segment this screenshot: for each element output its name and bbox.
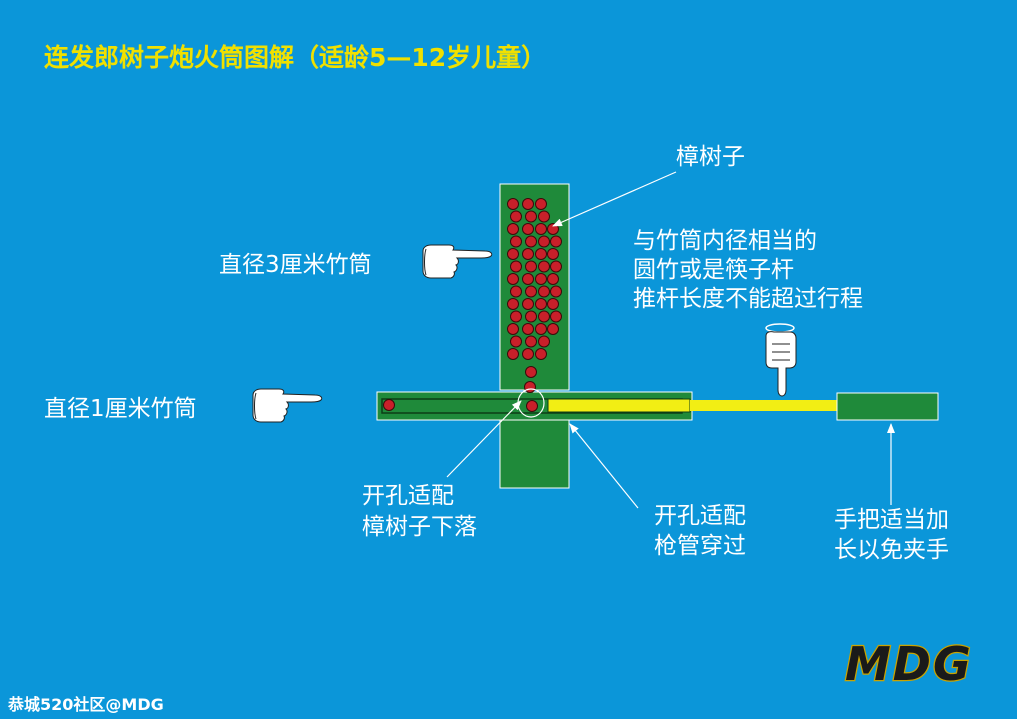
seed (535, 198, 547, 210)
mdg-logo: MDG (845, 637, 973, 691)
seed (525, 335, 537, 348)
seed (547, 273, 559, 285)
arrow-pass-hole (569, 423, 639, 509)
label-pusher-line2: 圆竹或是筷子杆 (633, 257, 794, 283)
label-handle-line1: 手把适当加 (834, 507, 949, 533)
seed (525, 310, 537, 323)
seed (524, 381, 536, 393)
watermark: 恭城520社区@MDG (7, 695, 164, 714)
seed (522, 298, 534, 310)
seed (535, 223, 547, 235)
seed (510, 335, 522, 348)
seed (538, 260, 550, 273)
arrow-drop-hole (446, 400, 522, 478)
seed (535, 298, 547, 310)
seed (538, 210, 550, 223)
seed (538, 310, 550, 323)
seed-in-barrel (383, 399, 395, 411)
seed (510, 285, 522, 298)
vertical-tube-lower (499, 419, 570, 489)
seed (550, 260, 562, 273)
seed (507, 323, 519, 335)
label-handle-line2: 长以免夹手 (834, 537, 949, 563)
seed (525, 366, 537, 378)
label-pusher-line3: 推杆长度不能超过行程 (633, 286, 863, 312)
label-pusher-line1: 与竹筒内径相当的 (633, 228, 817, 254)
seed (525, 260, 537, 273)
seed (535, 348, 547, 360)
seed-dropping (526, 400, 538, 412)
pointing-hand-icon (252, 388, 323, 423)
seed (547, 223, 559, 235)
seed (522, 248, 534, 260)
seed (507, 348, 519, 360)
seed (510, 260, 522, 273)
seed (525, 285, 537, 298)
seed (510, 235, 522, 248)
seed (535, 248, 547, 260)
seed (550, 235, 562, 248)
seed (525, 235, 537, 248)
seed (507, 298, 519, 310)
seed (510, 310, 522, 323)
label-seeds: 樟树子 (676, 144, 745, 170)
rod-handle (836, 392, 939, 421)
seed (547, 298, 559, 310)
seed (507, 198, 519, 210)
label-hole-pass-line1: 开孔适配 (654, 503, 746, 529)
seed (510, 210, 522, 223)
seed (550, 310, 562, 323)
pointing-hand-icon (422, 244, 493, 279)
label-tube-3cm: 直径3厘米竹筒 (219, 252, 372, 278)
seed (547, 248, 559, 260)
seed (507, 248, 519, 260)
seed (535, 323, 547, 335)
arrow-seeds (552, 171, 677, 227)
seed (547, 323, 559, 335)
push-rod-inside (547, 398, 691, 413)
diagram-title: 连发郎树子炮火筒图解（适龄5—12岁儿童） (44, 43, 546, 72)
seed (525, 210, 537, 223)
seed (550, 285, 562, 298)
label-tube-1cm: 直径1厘米竹筒 (44, 396, 197, 422)
seed (538, 235, 550, 248)
push-rod-outside (690, 400, 838, 411)
seed (535, 273, 547, 285)
label-hole-drop-line2: 樟树子下落 (362, 514, 477, 540)
label-hole-pass-line2: 枪管穿过 (654, 533, 746, 559)
seed (538, 285, 550, 298)
seed (507, 273, 519, 285)
seed (538, 335, 550, 348)
seed (507, 223, 519, 235)
label-hole-drop-line1: 开孔适配 (362, 483, 454, 509)
seed (522, 273, 534, 285)
seed (522, 348, 534, 360)
seed (522, 198, 534, 210)
camphor-seeds (507, 198, 562, 393)
seed (522, 323, 534, 335)
pointing-down-hand-icon (765, 323, 797, 397)
seed (522, 223, 534, 235)
